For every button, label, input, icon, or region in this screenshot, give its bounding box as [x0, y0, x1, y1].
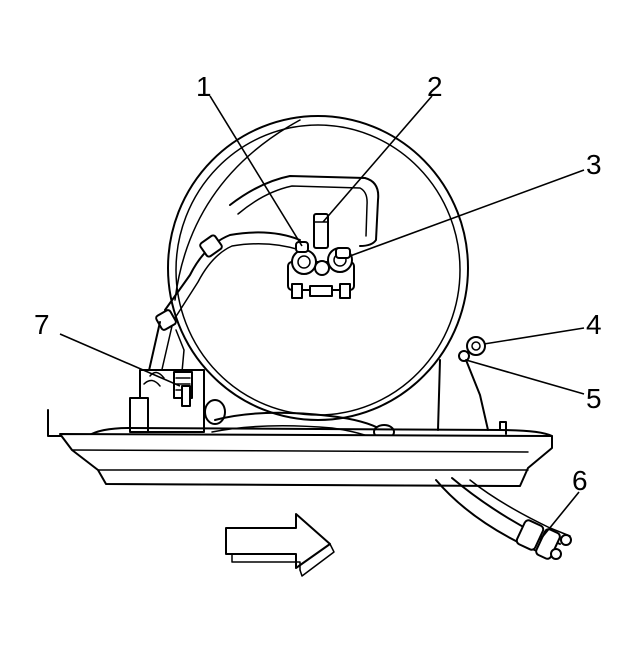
leader-lines — [59, 95, 585, 541]
callout-3: 3 — [586, 149, 602, 180]
callout-5: 5 — [586, 383, 602, 414]
valve-assembly — [287, 213, 355, 299]
wire-harness — [435, 477, 572, 560]
sender-unit — [129, 369, 226, 433]
callout-7: 7 — [34, 309, 50, 340]
right-arrow-icon — [225, 513, 335, 577]
callout-1: 1 — [196, 71, 212, 102]
upper-tube-loop — [164, 175, 380, 319]
base-flange — [47, 409, 553, 487]
callout-2: 2 — [427, 71, 443, 102]
right-fittings — [437, 336, 489, 431]
callout-6: 6 — [572, 465, 588, 496]
callout-4: 4 — [586, 309, 602, 340]
tube-clip — [155, 234, 223, 331]
